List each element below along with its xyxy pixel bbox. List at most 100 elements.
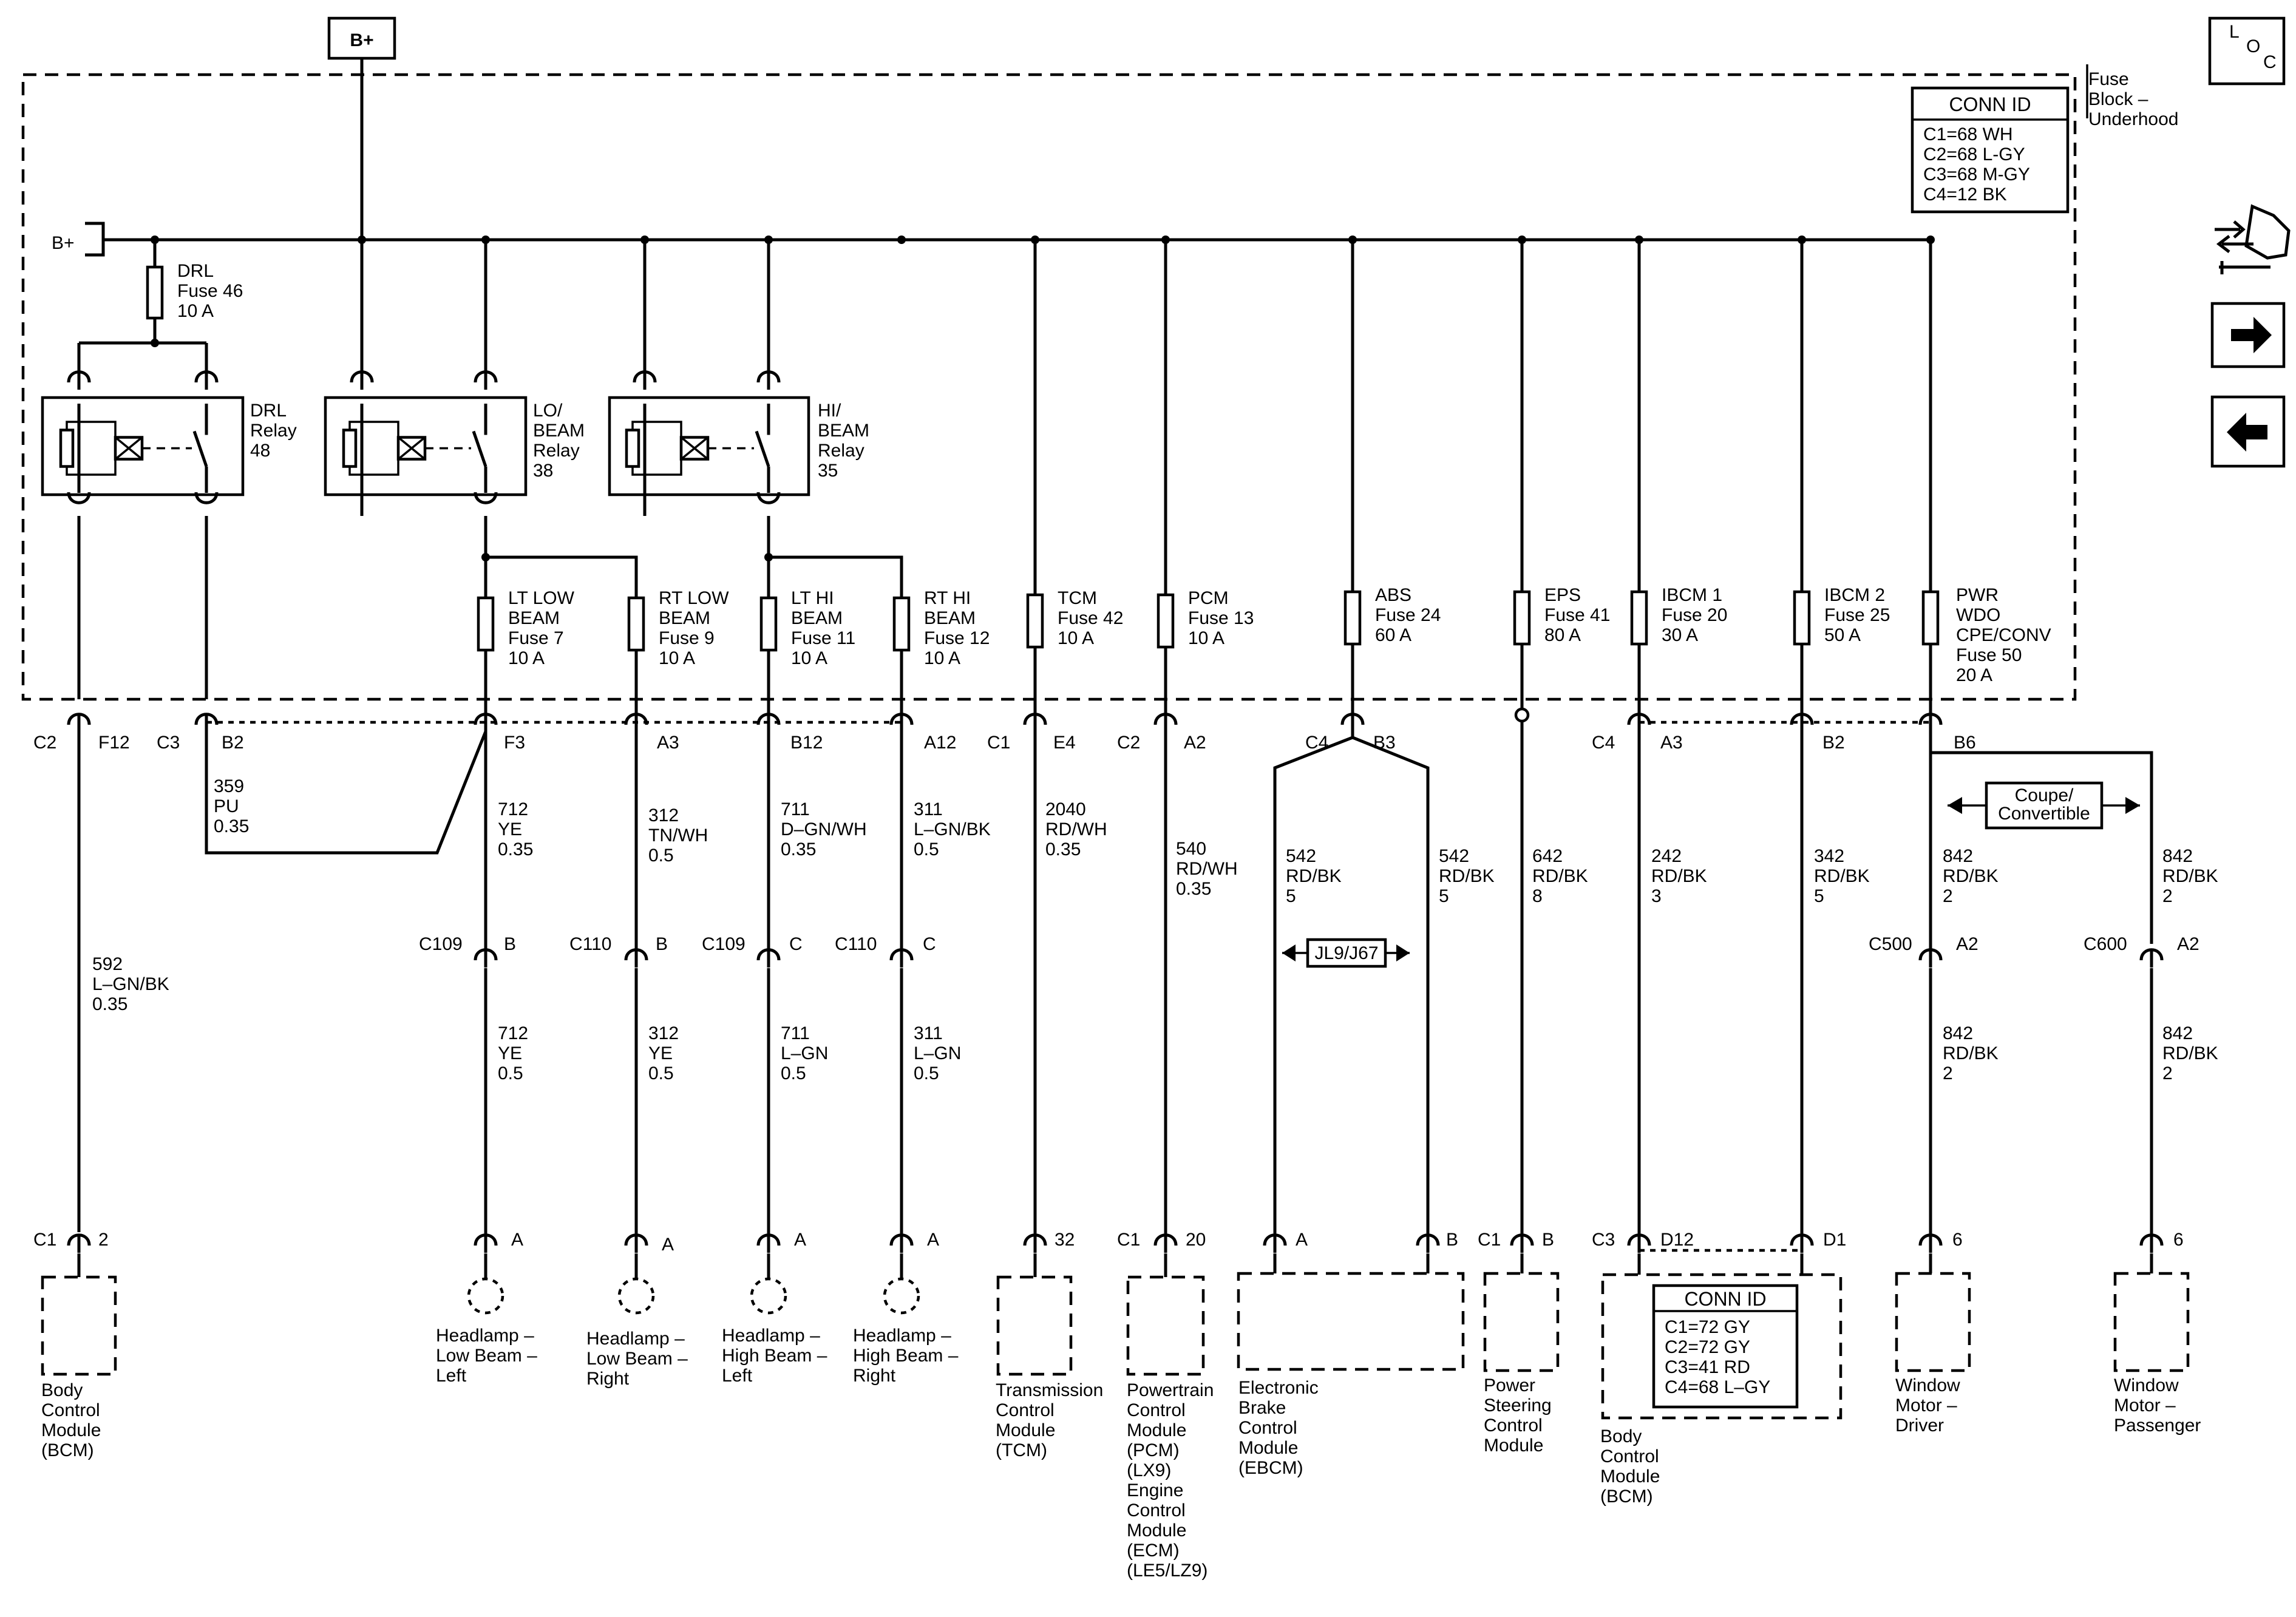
connector-symbol [1416,1233,1440,1246]
wire-842-lower: 2 [1943,1063,1953,1083]
connector-symbol [1510,1233,1534,1246]
rt-low-beam-fuse-label: RT LOW [659,588,729,608]
tcm-label: Module [996,1420,1055,1440]
ebcm-label: Module [1238,1438,1298,1458]
tcm-label: Control [996,1400,1055,1420]
headlamp-bulb [750,1277,787,1315]
bcm-label: Control [1600,1446,1659,1466]
pwr-wdo-fuse-label: PWR [1956,585,1999,605]
wire-842: 2 [2162,886,2173,906]
bcm-module-left [41,1275,117,1376]
connector-symbol [624,1233,648,1246]
bcm-left-label: (BCM) [41,1440,94,1460]
ebcm-label: Brake [1238,1398,1286,1418]
inline-connector-c600: C600 [2084,934,2127,954]
option-coupe-convertible [1948,781,2140,830]
pcm-label: Module [1127,1420,1186,1440]
wire-311: 0.5 [914,839,939,859]
rt-low-beam-fuse-label: Fuse 9 [659,628,715,648]
lt-hi-beam-fuse-label: 10 A [791,648,827,668]
wire-842: RD/BK [1943,866,1999,886]
pin-d12: D12 [1660,1230,1694,1250]
connector-symbol [194,370,219,383]
rt-low-beam-fuse-label: 10 A [659,648,695,668]
repair-icon[interactable] [2215,204,2291,274]
pcm-label: (ECM) [1127,1541,1180,1561]
hi-beam-relay-label: Relay [818,441,864,461]
pin-b2: B2 [1822,733,1845,753]
conn-id-row: C2=68 L-GY [1923,144,2025,164]
connector-symbol [67,492,91,504]
pin-b: B [1542,1230,1554,1250]
headlamp-high-right-label: Headlamp – [853,1326,951,1346]
pcm-fuse-label: PCM [1188,588,1229,608]
rt-hi-beam-fuse [892,596,911,652]
window-motor-passenger-label: Motor – [2114,1395,2176,1415]
lt-low-beam-fuse-label: BEAM [508,608,560,628]
wire-711-lower: L–GN [781,1043,828,1063]
wire-592: 592 [92,954,123,974]
wire-642: 8 [1532,886,1543,906]
wire-842-lower: RD/BK [2162,1043,2218,1063]
pin-c3: C3 [157,733,180,753]
splice-dot [897,236,906,244]
power-steering-label: Module [1484,1436,1543,1456]
headlamp-high-left-label: High Beam – [722,1346,827,1366]
pcm-label: (LE5/LZ9) [1127,1561,1207,1581]
lt-low-beam-fuse-label: LT LOW [508,588,575,608]
option-jl9-label: JL9/J67 [1314,943,1378,963]
wire-542: RD/BK [1439,866,1495,886]
back-arrow-icon[interactable] [2210,395,2286,468]
pwr-wdo-fuse [1921,590,1940,646]
b-plus-left-label: B+ [52,233,75,253]
headlamp-high-left-label: Headlamp – [722,1326,820,1346]
power-steering-label: Power [1484,1375,1535,1395]
inline-pin: A2 [1956,934,1978,954]
lo-beam-relay-label: BEAM [533,421,585,441]
wire-312: 0.5 [648,846,674,866]
bcm-left-label: Control [41,1400,100,1420]
connector-symbol [1340,713,1365,725]
wire-711: 0.35 [781,839,816,859]
inline-connector: C109 [702,934,746,954]
conn-id-box [1911,86,2070,214]
wire-842: 842 [1943,846,1973,866]
wire-711: 711 [781,799,810,819]
lt-hi-beam-fuse-label: BEAM [791,608,843,628]
wire-712: 0.35 [498,839,533,859]
connector-symbol [1918,713,1943,725]
wire-312: TN/WH [648,825,708,846]
pcm-label: Module [1127,1520,1186,1541]
pin-c4: C4 [1305,733,1328,753]
lt-hi-beam-fuse [759,596,778,652]
pin-32: 32 [1055,1230,1075,1250]
hi-beam-relay-label: HI/ [818,401,841,421]
ebcm-label: Control [1238,1418,1297,1438]
bcm-label: (BCM) [1600,1486,1653,1507]
headlamp-low-left-label: Low Beam – [436,1346,537,1366]
loc-letter: L [2229,22,2240,42]
pcm-label: Engine [1127,1480,1183,1500]
bcm-label: Module [1600,1466,1660,1486]
rt-hi-beam-fuse-label: 10 A [924,648,960,668]
pcm-label: Control [1127,1400,1186,1420]
ebcm-label: (EBCM) [1238,1458,1303,1478]
wire-842: 2 [1943,886,1953,906]
headlamp-bulb [467,1277,504,1315]
connector-symbol [1790,1233,1814,1246]
ibcm1-fuse-label: IBCM 1 [1662,585,1722,605]
connector-symbol [2139,1233,2164,1246]
conn-id-row: C1=68 WH [1923,124,2013,144]
location-icon[interactable] [2208,16,2286,86]
next-arrow-icon[interactable] [2210,302,2286,368]
eps-fuse-label: Fuse 41 [1544,605,1610,625]
window-motor-passenger-label: Passenger [2114,1415,2201,1436]
drl-relay-label: 48 [250,441,270,461]
pin-c1: C1 [1478,1230,1501,1250]
wire-842: RD/BK [2162,866,2218,886]
fuse-block-label: Block – [2088,89,2148,109]
abs-fuse [1343,590,1362,646]
pcm-fuse-label: Fuse 13 [1188,608,1254,628]
power-steering-module [1483,1272,1560,1372]
